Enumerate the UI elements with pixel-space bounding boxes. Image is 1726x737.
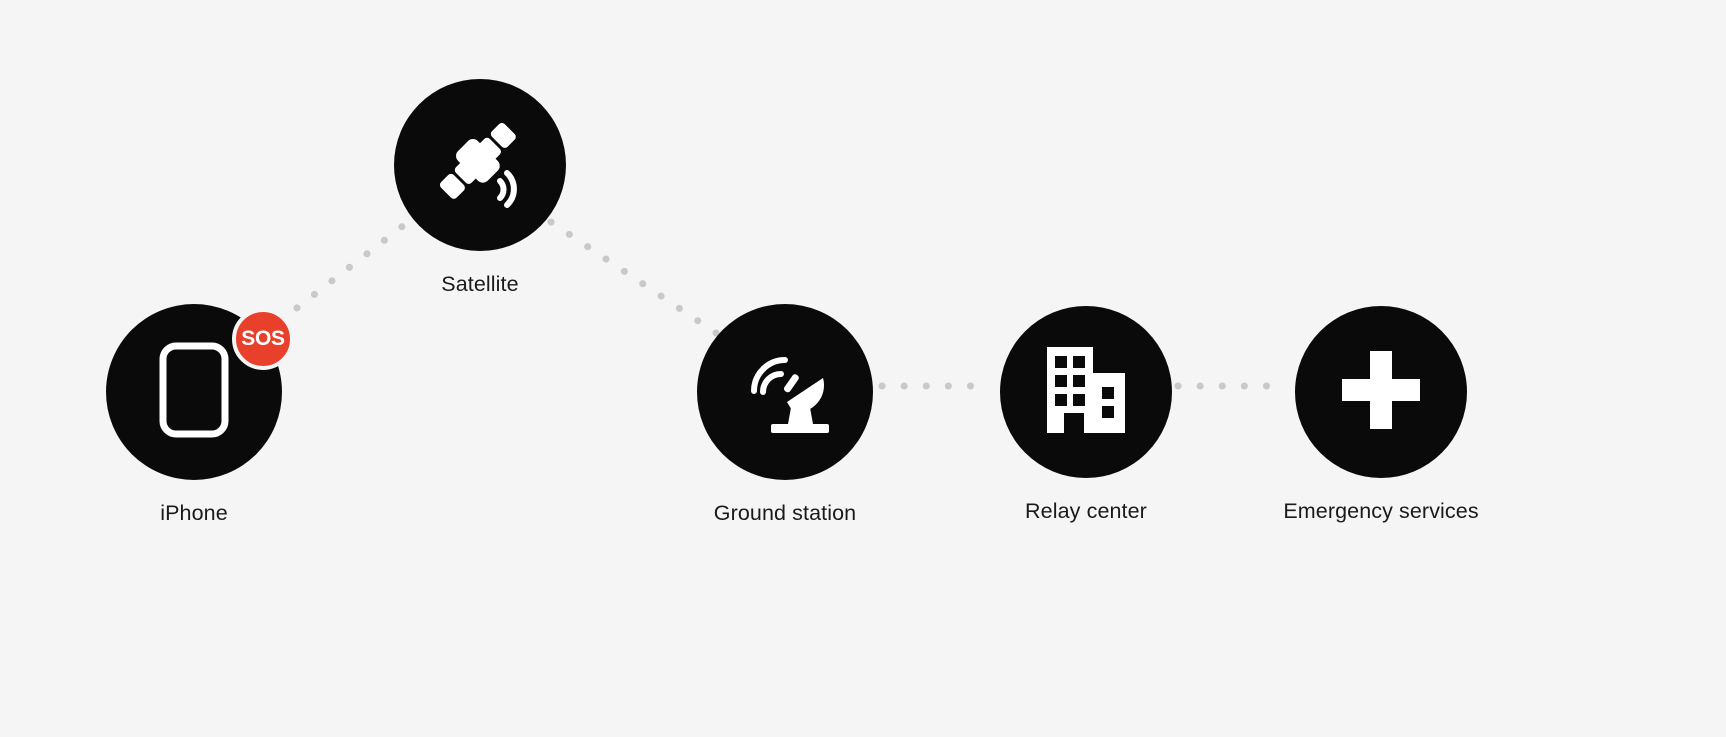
sos-badge-label: SOS [241,327,285,350]
emergency-services-disc[interactable] [1295,306,1467,478]
node-ground-station[interactable]: Ground station [697,304,873,526]
node-label-satellite: Satellite [441,272,519,296]
node-label-relay-center: Relay center [1025,499,1147,523]
node-label-iphone: iPhone [160,501,228,525]
ground-station-disc[interactable] [697,304,873,480]
sos-badge: SOS [232,308,294,370]
relay-center-disc[interactable] [1000,306,1172,478]
medical-cross-icon [1342,350,1420,434]
node-relay-center[interactable]: Relay center [1000,306,1172,524]
node-emergency-services[interactable]: Emergency services [1283,306,1479,524]
node-iphone[interactable]: SOS iPhone [106,304,294,526]
satellite-dish-icon [735,340,835,445]
smartphone-icon [159,342,229,443]
satellite-icon [428,111,532,220]
iphone-disc[interactable]: SOS [106,304,294,480]
node-satellite[interactable]: Satellite [394,79,566,297]
node-label-emergency-services: Emergency services [1283,499,1479,523]
office-building-icon [1047,346,1125,438]
satellite-disc[interactable] [394,79,566,251]
node-label-ground-station: Ground station [713,501,857,525]
